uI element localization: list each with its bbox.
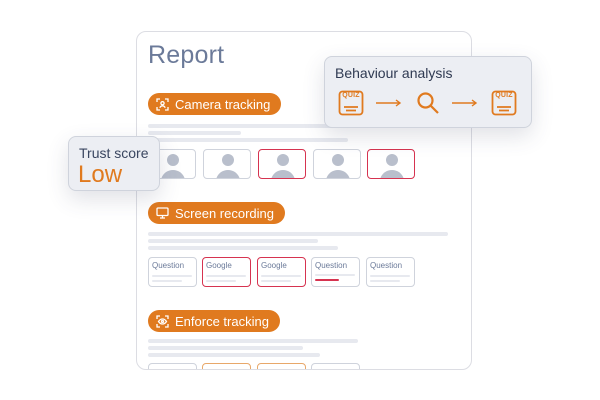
camera-focus-icon [156,97,169,111]
camera-thumbnail[interactable] [203,149,251,179]
text-placeholder [206,275,246,277]
text-placeholder [148,346,303,350]
text-placeholder [315,274,355,276]
camera-tracking-badge: Camera tracking [148,93,282,115]
eye-target-icon [156,314,169,328]
arrow-right-icon [376,99,402,107]
screen-capture-label: Question [370,261,403,270]
text-placeholder [148,232,448,236]
screen-capture-label: Question [152,261,185,270]
screen-recording-label: Screen recording [175,205,274,221]
text-placeholder [148,353,320,357]
enforce-card-warning[interactable] [202,363,251,369]
trust-score-value: Low [78,161,123,188]
screen-capture-card-flagged[interactable]: Google [202,257,251,287]
text-placeholder [370,280,400,282]
monitor-icon [156,207,169,219]
text-placeholder [148,131,241,135]
camera-thumbnail-flagged[interactable] [258,149,306,179]
quiz-icon-label: QUIZ [342,92,360,99]
enforce-card[interactable] [148,363,197,369]
camera-thumbnail[interactable] [313,149,361,179]
person-icon [380,154,404,178]
text-placeholder [370,275,410,277]
text-placeholder [148,239,318,243]
flag-indicator-bar [315,279,339,281]
text-placeholder [148,339,358,343]
screen-capture-label: Google [261,261,287,270]
enforce-card[interactable] [311,363,360,369]
person-icon [326,154,350,178]
text-placeholder [206,280,236,282]
camera-thumbnail-flagged[interactable] [367,149,415,179]
enforce-tracking-label: Enforce tracking [175,313,269,329]
person-icon [216,154,240,178]
trust-score-label: Trust score [79,145,149,161]
quiz-icon: QUIZ [491,90,517,116]
text-placeholder [148,138,348,142]
behaviour-analysis-card: Behaviour analysis QUIZ QUIZ [324,56,532,128]
text-placeholder [152,280,182,282]
text-placeholder [261,275,301,277]
screen-capture-label: Google [206,261,232,270]
screen-capture-card[interactable]: Question [148,257,197,287]
quiz-icon: QUIZ [338,90,364,116]
text-placeholder [152,275,192,277]
search-icon [417,92,439,114]
screen-capture-card[interactable]: Question [366,257,415,287]
screen-recording-badge: Screen recording [148,202,285,224]
person-icon [161,154,185,178]
text-placeholder [148,124,356,128]
text-placeholder [148,246,338,250]
screen-capture-card-flagged[interactable]: Google [257,257,306,287]
camera-tracking-label: Camera tracking [175,96,271,112]
quiz-icon-label: QUIZ [495,92,513,99]
arrow-right-icon [452,99,478,107]
screen-capture-card[interactable]: Question [311,257,360,287]
enforce-tracking-badge: Enforce tracking [148,310,280,332]
person-icon [271,154,295,178]
behaviour-analysis-title: Behaviour analysis [335,65,453,81]
enforce-card-warning[interactable] [257,363,306,369]
text-placeholder [261,280,291,282]
screen-capture-label: Question [315,261,348,270]
report-title: Report [148,41,225,69]
trust-score-card: Trust score Low [68,136,160,191]
